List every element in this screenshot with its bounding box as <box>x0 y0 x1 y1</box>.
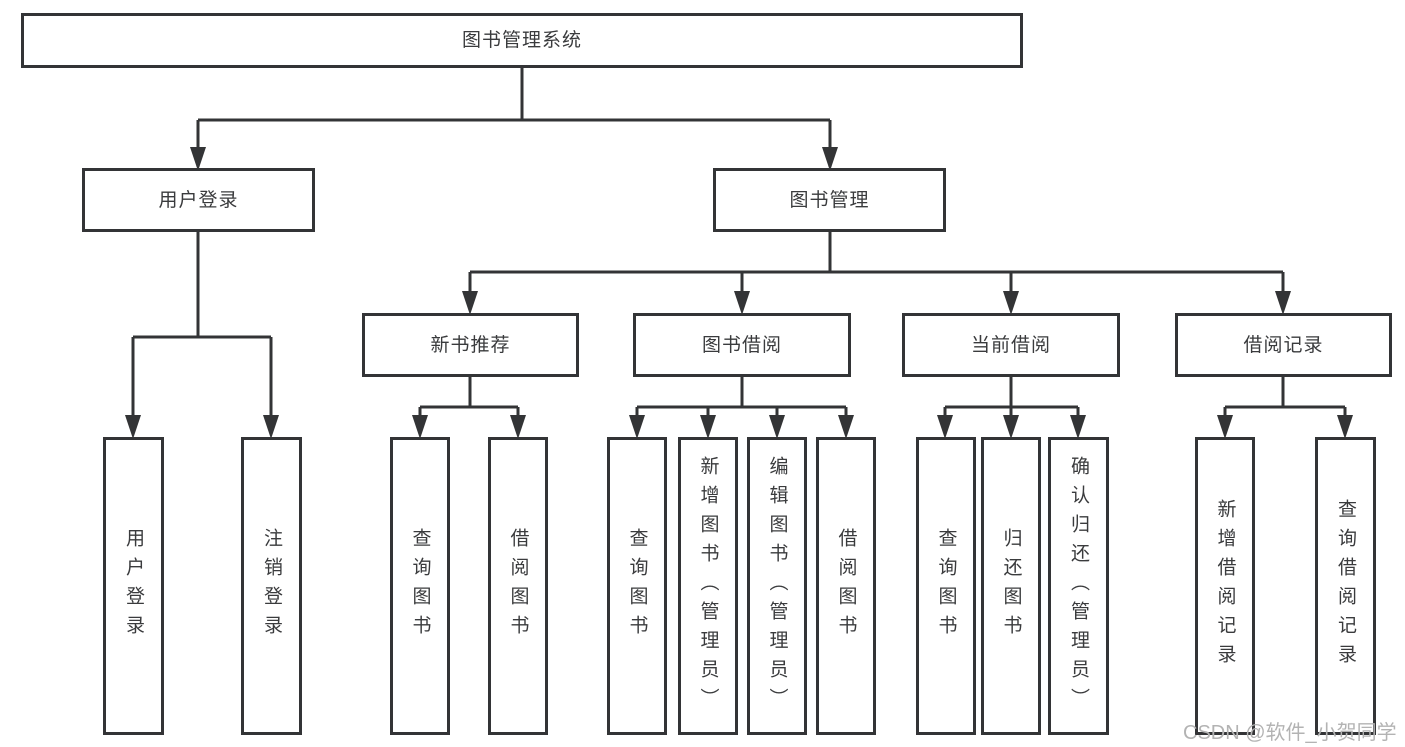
node-current-borrow: 当前借阅 <box>902 313 1120 377</box>
node-current-borrow-label: 当前借阅 <box>970 334 1051 356</box>
leaf-edit-book-admin: 编辑图书（管理员） <box>747 437 807 735</box>
node-book-borrow-label: 图书借阅 <box>701 334 782 356</box>
leaf-return-book-label: 归还图书 <box>1000 528 1022 644</box>
node-new-book-recommend-label: 新书推荐 <box>430 334 511 356</box>
leaf-borrow-books-recommend-label: 借阅图书 <box>507 528 529 644</box>
leaf-query-borrow-record-label: 查询借阅记录 <box>1335 499 1356 673</box>
node-book-borrow: 图书借阅 <box>633 313 851 377</box>
leaf-query-borrow-record: 查询借阅记录 <box>1315 437 1376 735</box>
node-book-management: 图书管理 <box>713 168 946 232</box>
leaf-confirm-return-admin-label: 确认归还（管理员） <box>1068 455 1089 717</box>
node-user-login: 用户登录 <box>82 168 315 232</box>
leaf-logout-label: 注销登录 <box>261 528 282 644</box>
leaf-query-books-recommend: 查询图书 <box>390 437 450 735</box>
leaf-edit-book-admin-label: 编辑图书（管理员） <box>766 455 788 717</box>
leaf-query-books-borrow-label: 查询图书 <box>626 528 648 644</box>
leaf-confirm-return-admin: 确认归还（管理员） <box>1048 437 1109 735</box>
leaf-add-book-admin: 新增图书（管理员） <box>678 437 738 735</box>
node-root-label: 图书管理系统 <box>461 30 582 51</box>
leaf-logout: 注销登录 <box>241 437 302 735</box>
leaf-query-books-current-label: 查询图书 <box>935 528 957 644</box>
node-new-book-recommend: 新书推荐 <box>362 313 579 377</box>
leaf-add-book-admin-label: 新增图书（管理员） <box>697 455 719 717</box>
leaf-borrow-books-label: 借阅图书 <box>835 528 857 644</box>
leaf-user-login-label: 用户登录 <box>123 528 144 644</box>
node-book-management-label: 图书管理 <box>789 189 870 211</box>
leaf-borrow-books-recommend: 借阅图书 <box>488 437 548 735</box>
leaf-query-books-recommend-label: 查询图书 <box>409 528 431 644</box>
node-borrow-records-label: 借阅记录 <box>1243 334 1324 356</box>
leaf-query-books-current: 查询图书 <box>916 437 976 735</box>
leaf-add-borrow-record-label: 新增借阅记录 <box>1214 499 1236 673</box>
node-borrow-records: 借阅记录 <box>1175 313 1392 377</box>
watermark-text: CSDN @软件_小贺同学 <box>1183 722 1397 744</box>
leaf-return-book: 归还图书 <box>981 437 1041 735</box>
leaf-user-login: 用户登录 <box>103 437 164 735</box>
leaf-query-books-borrow: 查询图书 <box>607 437 667 735</box>
node-user-login-label: 用户登录 <box>158 189 239 211</box>
leaf-borrow-books: 借阅图书 <box>816 437 876 735</box>
leaf-add-borrow-record: 新增借阅记录 <box>1195 437 1255 735</box>
node-root: 图书管理系统 <box>21 13 1023 68</box>
